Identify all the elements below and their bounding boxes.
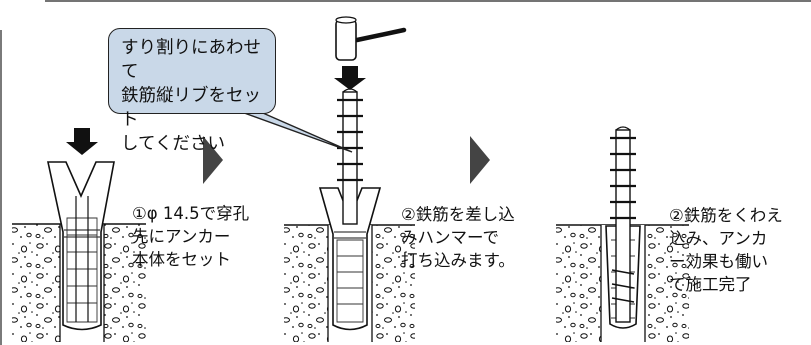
rebar-3 xyxy=(615,129,631,323)
rebar-2 xyxy=(342,91,358,225)
step-1-caption: ①φ 14.5で穿孔 先にアンカー 本体をセット xyxy=(132,204,250,269)
step-2-caption: ②鉄筋を差し込 みハンマーで 打ち込みます。 xyxy=(401,205,515,270)
step-arrow-icon xyxy=(470,136,490,184)
anchor-body-1 xyxy=(47,161,115,331)
arrow-down-icon xyxy=(66,128,98,155)
step-3-caption: ②鉄筋をくわえ 込み、アンカ ー効果も働い て施工完了 xyxy=(669,206,783,294)
callout-note: すり割りにあわせて 鉄筋縦リブをセット してください xyxy=(108,28,276,154)
panel-1 xyxy=(12,128,146,342)
anchor-body-2 xyxy=(318,187,382,331)
panel-2 xyxy=(284,16,415,342)
callout-pointer xyxy=(235,109,353,153)
panel-3 xyxy=(556,126,689,342)
arrow-down-icon xyxy=(334,66,366,90)
step-arrow-icon xyxy=(203,136,223,184)
hammer-icon xyxy=(335,16,407,61)
